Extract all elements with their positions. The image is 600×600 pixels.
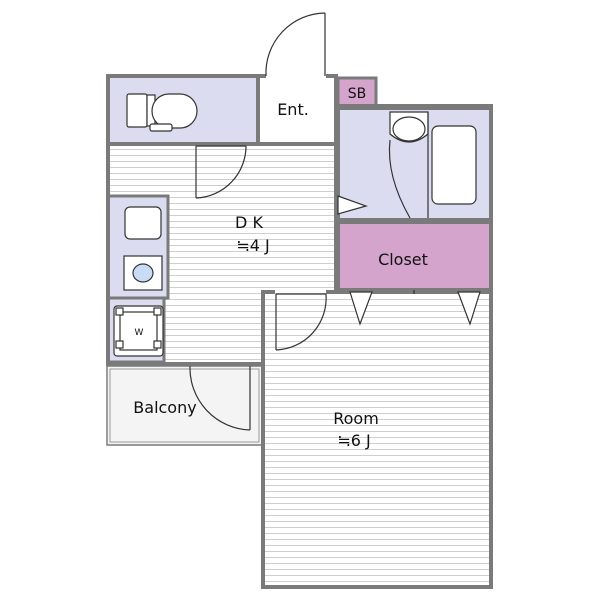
room-door <box>275 293 327 351</box>
balcony-floor <box>108 365 261 445</box>
balcony-rail <box>106 365 263 446</box>
balcony-rail-inner <box>109 368 260 443</box>
bathtub-icon <box>427 112 477 218</box>
closet-label: Closet <box>378 250 428 269</box>
walls <box>106 74 493 589</box>
sink-icon <box>124 206 162 240</box>
toilet-room <box>106 74 260 146</box>
room-label: Room <box>333 409 379 428</box>
closet-doors <box>349 290 481 326</box>
room-size: ≒6 J <box>337 431 370 450</box>
toilet-door <box>195 145 247 199</box>
washbasin-icon <box>388 111 429 219</box>
balcony-label: Balcony <box>133 398 196 417</box>
balcony-door <box>189 365 251 431</box>
front-door <box>265 12 326 77</box>
entrance-floor <box>260 77 336 143</box>
entrance-label: Ent. <box>277 100 309 119</box>
bathroom-door <box>337 195 368 215</box>
stove-icon <box>123 255 163 291</box>
room-floor <box>263 292 491 587</box>
washer-icon <box>113 305 164 357</box>
dk-label: D K <box>235 213 263 232</box>
washer-label: W <box>135 328 144 338</box>
toilet-icon <box>126 93 198 132</box>
dk-size: ≒4 J <box>236 236 269 255</box>
shoe-box-label: SB <box>348 86 367 102</box>
